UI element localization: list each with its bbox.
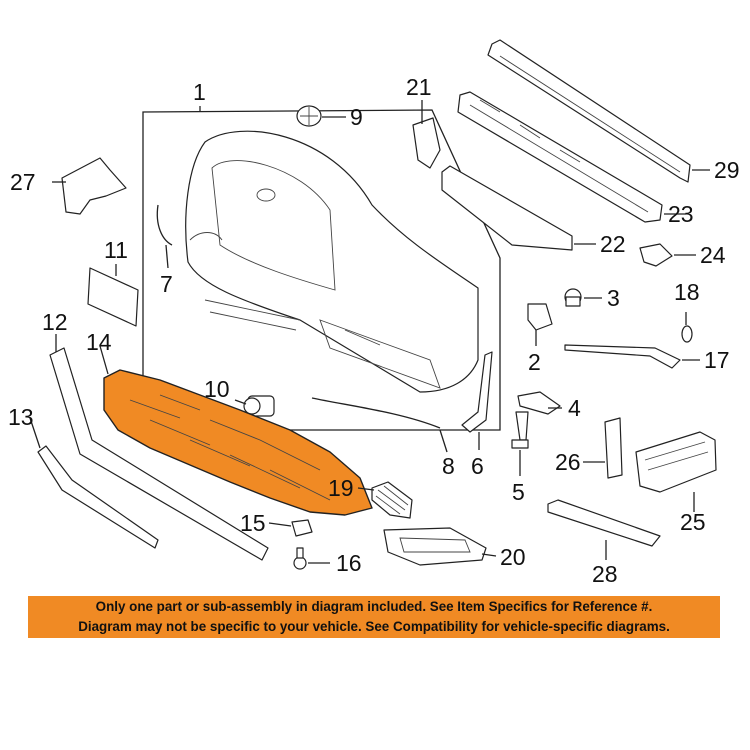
callout-29: 29 [714, 157, 740, 183]
callout-1: 1 [193, 79, 206, 105]
part-23-absorber [457, 91, 663, 223]
callout-17: 17 [704, 347, 730, 373]
part-24-clip [639, 243, 673, 267]
part-10-sensor [243, 395, 275, 417]
part-3-fastener [564, 288, 582, 307]
part-5-bolt [511, 411, 529, 449]
part-29-impact-bar [487, 39, 691, 183]
callout-3: 3 [607, 285, 620, 311]
disclaimer-line-2: Diagram may not be specific to your vehi… [78, 619, 670, 634]
callout-18: 18 [674, 279, 700, 305]
callout-2: 2 [528, 349, 541, 375]
callout-10: 10 [204, 376, 230, 402]
callout-28: 28 [592, 561, 618, 587]
callout-4: 4 [568, 395, 581, 421]
callout-27: 27 [10, 169, 36, 195]
part-2-clip [527, 303, 553, 331]
callout-23: 23 [668, 201, 694, 227]
callout-21: 21 [406, 74, 432, 100]
part-20-bezel [383, 527, 487, 566]
callout-22: 22 [600, 231, 626, 257]
part-21-bracket [412, 117, 441, 169]
callout-25: 25 [680, 509, 706, 535]
callout-15: 15 [240, 510, 266, 536]
part-6-side-bracket [461, 351, 493, 433]
part-26-bracket [604, 417, 623, 479]
part-27-bracket [61, 157, 127, 215]
part-11-plate-bracket [87, 267, 139, 327]
part-7-guide [156, 204, 173, 246]
part-22-lower-absorber [441, 165, 573, 251]
disclaimer-banner: Only one part or sub-assembly in diagram… [28, 596, 720, 638]
callout-6: 6 [471, 453, 484, 479]
disclaimer-line-1: Only one part or sub-assembly in diagram… [95, 599, 653, 614]
callout-11: 11 [104, 237, 128, 263]
callout-13: 13 [8, 404, 34, 430]
part-12-spoiler [49, 347, 269, 561]
callout-24: 24 [700, 242, 726, 268]
callout-19: 19 [328, 475, 354, 501]
callout-12: 12 [42, 309, 68, 335]
callout-5: 5 [512, 479, 525, 505]
part-28-lower-bracket [547, 499, 661, 547]
callout-14: 14 [86, 329, 112, 355]
part-16-screw [293, 547, 307, 570]
part-17-trim-strip [564, 344, 681, 369]
callout-7: 7 [160, 271, 173, 297]
part-15-clip [291, 519, 313, 537]
leader-lines [29, 100, 710, 564]
part-19-grille [371, 481, 413, 519]
callout-20: 20 [500, 544, 526, 570]
part-9-emblem [296, 105, 322, 127]
part-14-splash-shield [103, 369, 373, 516]
callout-9: 9 [350, 104, 363, 130]
part-13-lower-trim [37, 445, 159, 549]
part-18-grommet [681, 325, 693, 343]
part-25-module [635, 431, 717, 493]
part-8-strip [311, 397, 441, 429]
callout-16: 16 [336, 550, 362, 576]
callout-26: 26 [555, 449, 581, 475]
part-1-bumper-cover [142, 109, 501, 431]
callout-8: 8 [442, 453, 455, 479]
part-4-bracket [517, 391, 561, 415]
